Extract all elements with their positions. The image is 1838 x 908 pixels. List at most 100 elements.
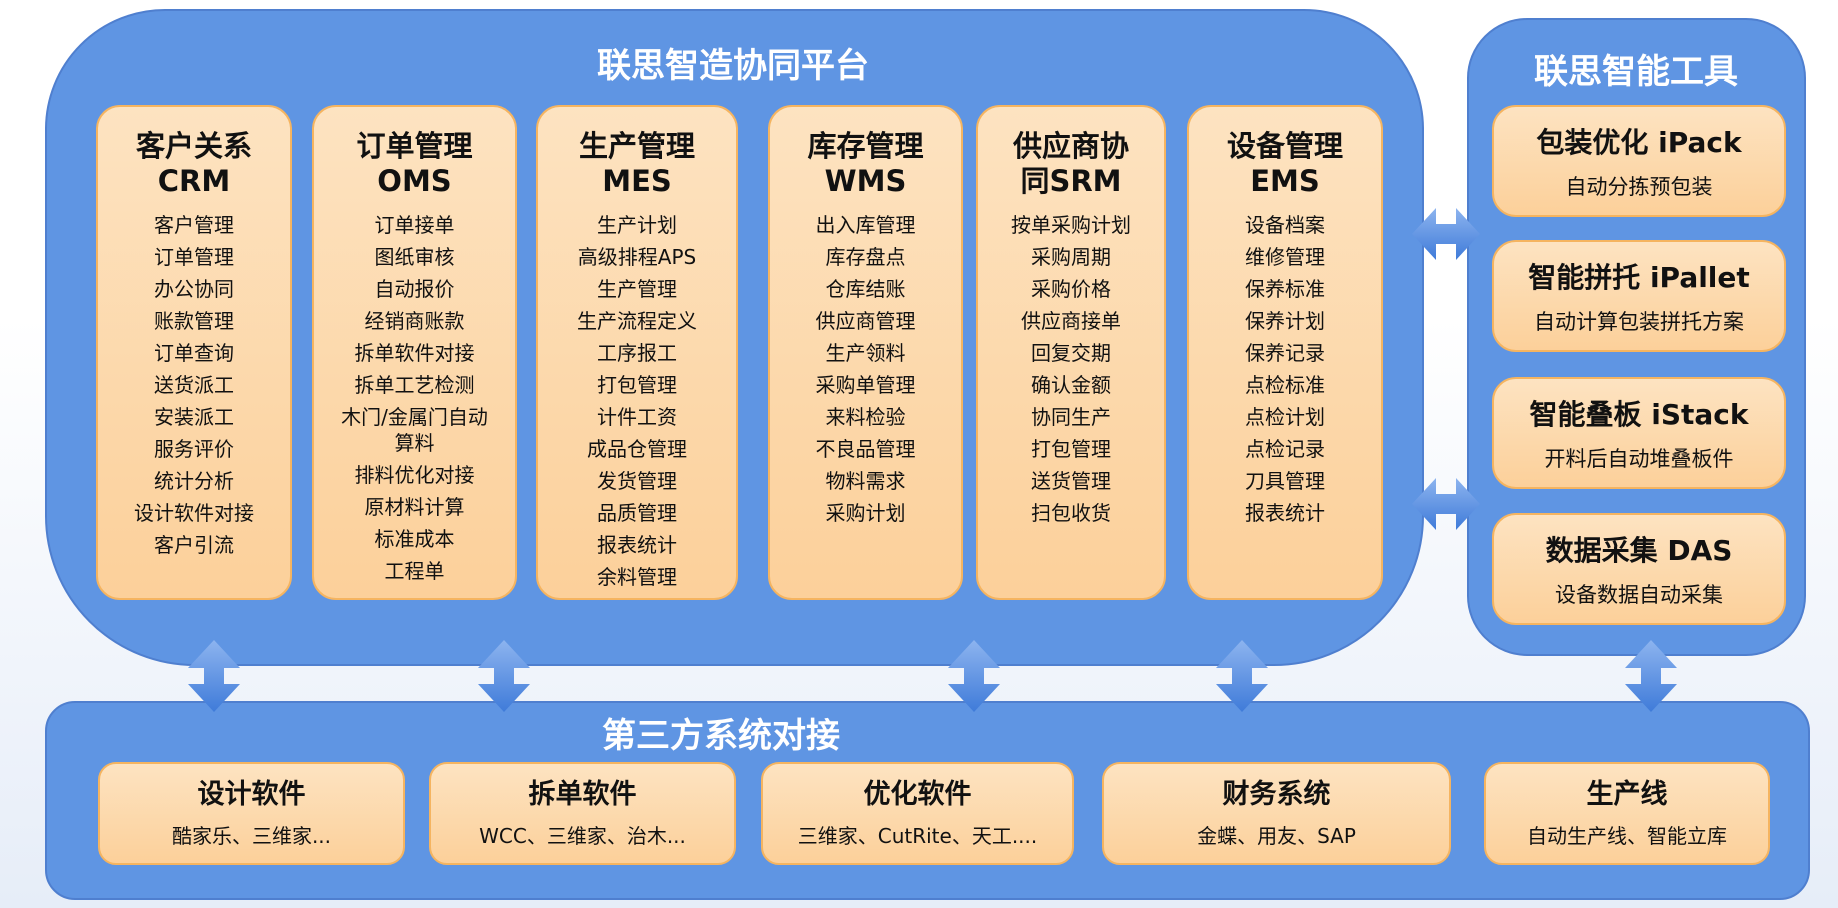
module-feature: 高级排程APS: [577, 245, 697, 269]
double-arrow-horizontal-icon: [1412, 208, 1480, 260]
module-code: OMS: [377, 164, 452, 198]
module-feature: 余料管理: [597, 565, 677, 589]
tool-card: 数据采集 DAS 设备数据自动采集: [1492, 513, 1786, 625]
module-feature: 协同生产: [1031, 405, 1111, 429]
tool-title: 智能拼托 iPallet: [1528, 261, 1750, 294]
tool-desc: 自动分拣预包装: [1565, 175, 1713, 199]
module-feature: 计件工资: [597, 405, 677, 429]
module-name: 订单管理: [356, 129, 473, 163]
module-feature: 回复交期: [1031, 341, 1111, 365]
module-feature: 送货派工: [154, 373, 234, 397]
module-feature: 采购周期: [1031, 245, 1111, 269]
module-feature: 采购单管理: [815, 373, 916, 397]
module-code: EMS: [1250, 164, 1320, 198]
module-feature: 工程单: [384, 559, 445, 583]
module-feature: 统计分析: [154, 469, 234, 493]
module-feature: 打包管理: [1031, 437, 1111, 461]
tool-card: 智能叠板 iStack 开料后自动堆叠板件: [1492, 377, 1786, 489]
module-feature: 采购价格: [1031, 277, 1111, 301]
module-feature: 设备档案: [1245, 213, 1325, 237]
tools-title: 联思智能工具: [1534, 52, 1738, 92]
tool-title: 智能叠板 iStack: [1529, 398, 1749, 431]
module-feature: 发货管理: [597, 469, 677, 493]
tool-desc: 自动计算包装拼托方案: [1534, 310, 1744, 334]
module-feature: 排料优化对接: [354, 463, 475, 487]
module-feature: 订单管理: [154, 245, 234, 269]
tool-title: 数据采集 DAS: [1545, 534, 1733, 567]
module-feature: 品质管理: [597, 501, 677, 525]
module-feature: 生产流程定义: [577, 309, 697, 333]
module-feature: 拆单软件对接: [354, 341, 475, 365]
module-feature: 打包管理: [597, 373, 677, 397]
tool-desc: 设备数据自动采集: [1555, 583, 1723, 607]
module-feature: 确认金额: [1031, 373, 1111, 397]
module-feature: 原材料计算: [364, 495, 465, 519]
module-feature: 木门/金属门自动算料: [341, 405, 488, 455]
platform-title: 联思智造协同平台: [597, 46, 869, 86]
double-arrow-vertical-icon: [1625, 640, 1677, 712]
module-feature: 报表统计: [597, 533, 677, 557]
module-name: 生产管理: [578, 129, 695, 163]
module-name: 客户关系: [135, 129, 252, 163]
module-feature: 不良品管理: [815, 437, 916, 461]
double-arrow-vertical-icon: [1216, 640, 1268, 712]
module-feature: 保养计划: [1245, 309, 1325, 333]
tool-title: 包装优化 iPack: [1536, 126, 1742, 159]
third-party-card: 生产线 自动生产线、智能立库: [1484, 762, 1770, 865]
module-feature: 仓库结账: [825, 277, 906, 301]
third-party-desc: 金蝶、用友、SAP: [1197, 824, 1356, 848]
third-party-card: 拆单软件 WCC、三维家、治木...: [429, 762, 736, 865]
module-code: 同SRM: [1020, 164, 1122, 198]
module-feature: 保养标准: [1245, 277, 1325, 301]
module-feature: 报表统计: [1245, 501, 1325, 525]
third-party-card: 设计软件 酷家乐、三维家...: [98, 762, 405, 865]
module-feature: 自动报价: [374, 277, 455, 301]
module-feature: 客户管理: [154, 213, 234, 237]
third-party-title: 拆单软件: [528, 779, 637, 810]
double-arrow-vertical-icon: [188, 640, 240, 712]
module-feature: 办公协同: [154, 277, 234, 301]
double-arrow-vertical-icon: [478, 640, 530, 712]
double-arrow-vertical-icon: [948, 640, 1000, 712]
module-feature: 点检记录: [1245, 437, 1325, 461]
third-party-desc: 酷家乐、三维家...: [171, 824, 332, 848]
module-feature: 设计软件对接: [134, 501, 254, 525]
double-arrow-horizontal-icon: [1412, 478, 1480, 530]
module-feature: 生产管理: [597, 277, 677, 301]
module-feature: 安装派工: [154, 405, 234, 429]
third-party-desc: 自动生产线、智能立库: [1527, 824, 1727, 848]
module-code: CRM: [157, 164, 231, 198]
module-feature: 服务评价: [154, 437, 234, 461]
third-party-title: 第三方系统对接: [602, 716, 840, 756]
module-feature: 供应商接单: [1021, 309, 1121, 333]
module-code: WMS: [824, 164, 907, 198]
module-feature: 生产领料: [825, 341, 906, 365]
module-code: MES: [602, 164, 672, 198]
third-party-title: 生产线: [1586, 779, 1668, 810]
third-party-title: 财务系统: [1222, 779, 1331, 810]
module-feature: 出入库管理: [815, 213, 916, 237]
module-feature: 物料需求: [825, 469, 906, 493]
module-feature: 生产计划: [597, 213, 677, 237]
module-feature: 账款管理: [154, 309, 234, 333]
module-feature: 保养记录: [1245, 341, 1325, 365]
third-party-desc: 三维家、CutRite、天工....: [797, 824, 1038, 848]
module-feature: 供应商管理: [815, 309, 916, 333]
tool-card: 包装优化 iPack 自动分拣预包装: [1492, 105, 1786, 217]
module-name: 设备管理: [1226, 129, 1343, 163]
module-feature: 成品仓管理: [587, 437, 687, 461]
third-party-card: 优化软件 三维家、CutRite、天工....: [761, 762, 1074, 865]
module-feature: 订单接单: [374, 213, 455, 237]
module-feature: 客户引流: [154, 533, 234, 557]
module-feature: 扫包收货: [1031, 501, 1111, 525]
tool-card: 智能拼托 iPallet 自动计算包装拼托方案: [1492, 240, 1786, 352]
module-feature: 点检计划: [1245, 405, 1325, 429]
third-party-title: 设计软件: [197, 779, 306, 810]
module-feature: 点检标准: [1245, 373, 1325, 397]
third-party-title: 优化软件: [863, 779, 972, 810]
